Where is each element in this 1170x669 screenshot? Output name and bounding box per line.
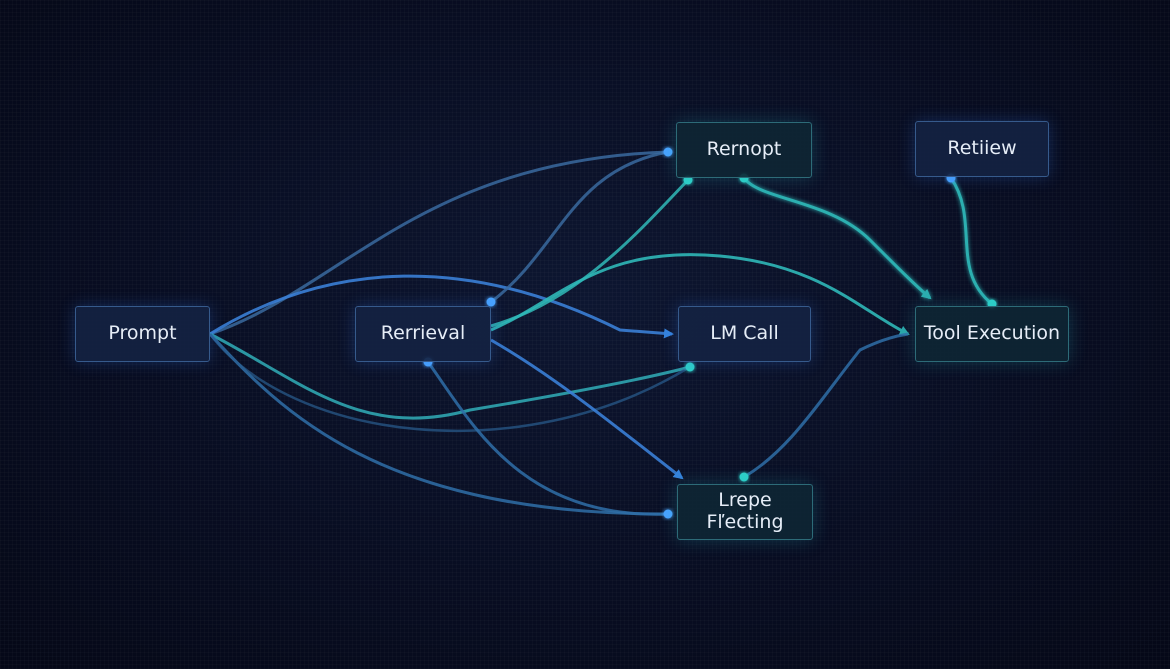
node-rernopt-label: Rernopt	[706, 138, 782, 161]
node-lm-call[interactable]: LM Call	[678, 306, 811, 362]
edge-retrieval-rernopt-b	[490, 178, 690, 328]
edge-retrieval-rernopt-a	[490, 150, 669, 304]
node-lm-call-label: LM Call	[710, 322, 779, 345]
edge-retrieval-tool	[490, 253, 910, 336]
edge-prompt-lmcall-lower	[209, 332, 691, 420]
edge-rernopt-tool	[742, 177, 932, 300]
edge-lrepe-tool	[743, 332, 909, 479]
edge-retrieval-lrepe-arrow	[490, 338, 684, 480]
node-rernopt[interactable]: Rernopt	[676, 122, 812, 178]
node-tool-execution[interactable]: Tool Execution	[915, 306, 1069, 362]
node-prompt-label: Prompt	[108, 322, 177, 345]
node-retrieval-label: Rerrieval	[380, 322, 466, 345]
edge-retiew-tool	[949, 177, 993, 306]
node-retrieval[interactable]: Rerrieval	[355, 306, 491, 362]
edge-retrieval-lrepe	[426, 361, 669, 516]
node-lrepe-line1: Lrepe	[718, 489, 772, 512]
node-lrepe-line2: Fľecting	[706, 511, 784, 533]
edge-dot	[663, 509, 673, 519]
edge-dot	[739, 472, 749, 482]
edge-dot	[685, 362, 695, 372]
edge-prompt-rernopt	[209, 150, 669, 336]
node-prompt[interactable]: Prompt	[75, 306, 210, 362]
edge-prompt-lmcall-upper	[209, 274, 674, 339]
node-lrepe[interactable]: Lrepe Fľecting	[677, 484, 813, 540]
node-tool-execution-label: Tool Execution	[923, 322, 1061, 345]
edge-dot	[663, 147, 673, 157]
node-retiew[interactable]: Retiiew	[915, 121, 1049, 177]
node-retiew-label: Retiiew	[947, 137, 1017, 160]
edge-dot	[486, 297, 496, 307]
edge-prompt-lmcall-arc	[209, 333, 689, 433]
